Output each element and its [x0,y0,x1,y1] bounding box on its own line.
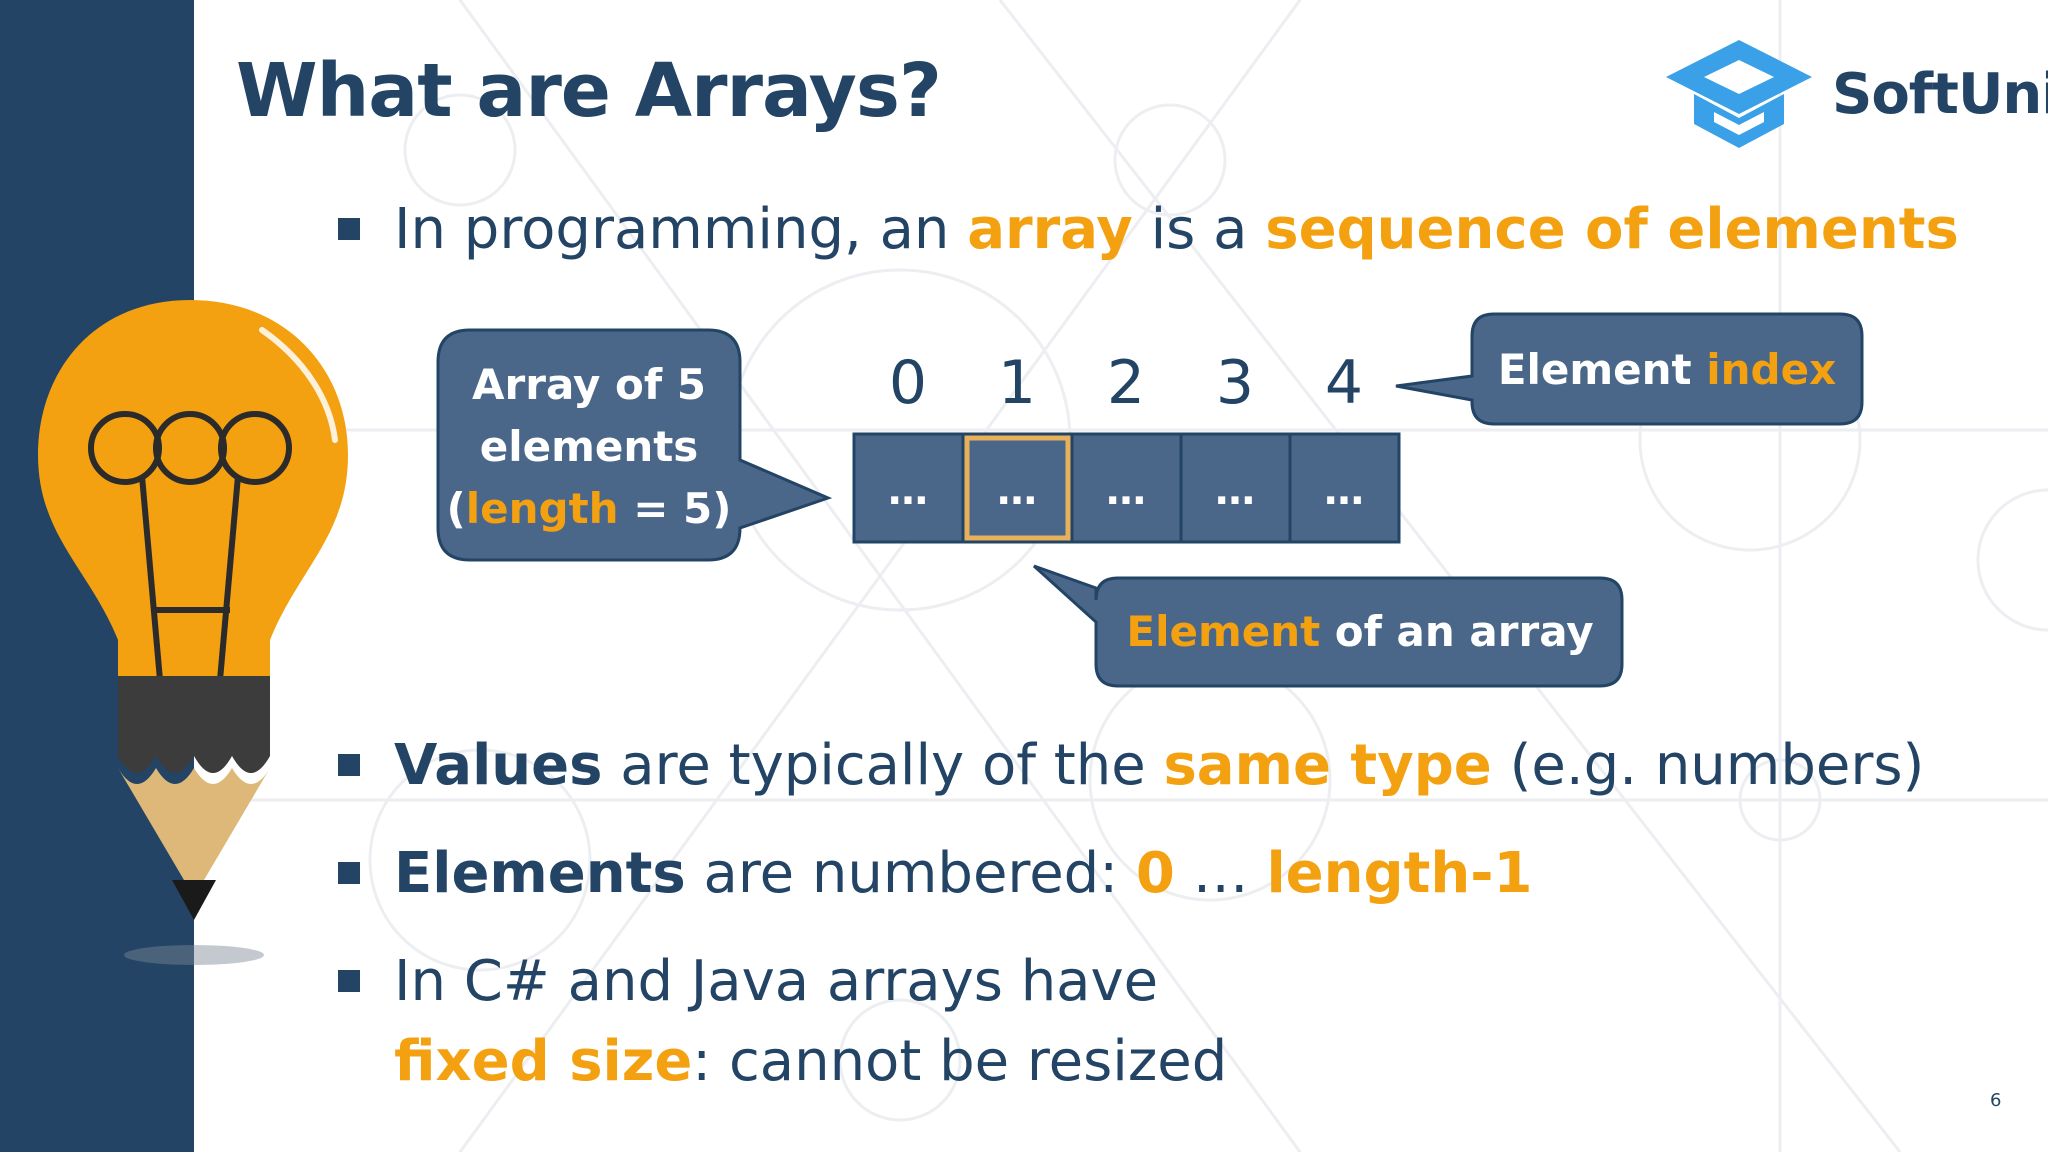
softuni-logo: SoftUni [1664,32,2048,152]
length-callout-shape [436,328,833,562]
highlighted-cell-border [964,435,1071,541]
index-callout-text: Element index [1476,342,1858,398]
index-callout-highlight: index [1706,345,1837,394]
array-cell-value-2: … [1106,468,1146,514]
length-callout-text: Array of 5 elements (length = 5) [446,354,732,540]
bullet-1-text-b: is a [1132,197,1266,262]
bullet-text: In programming, an array is a sequence o… [394,190,1959,270]
bullet-4-text: : cannot be resized [692,1029,1228,1094]
array-cell-value-4: … [1324,468,1364,514]
bullet-text: Values are typically of the same type (e… [394,726,1924,806]
bullet-4-line-2: fixed size: cannot be resized [394,1022,1227,1102]
array-index-0: 0 [888,348,928,418]
array-cell-value-1: … [997,468,1037,514]
array-index-3: 3 [1215,348,1255,418]
bullet-3-bold-elements: Elements [394,841,686,906]
bullet-3-highlight-zero: 0 [1135,841,1175,906]
bullet-1-text-a: In programming, an [394,197,968,262]
array-index-1: 1 [997,348,1037,418]
bullet-3-highlight-length: length-1 [1266,841,1533,906]
bullet-marker [338,970,360,992]
array-cell-4 [1288,432,1401,544]
bullet-text: Elements are numbered: 0 … length-1 [394,834,1532,914]
length-callout-line-1: Array of 5 [472,360,706,409]
page-title: What are Arrays? [236,48,942,134]
length-callout-line-2: elements [479,422,699,471]
bullet-4-highlight-fixed-size: fixed size [394,1029,693,1094]
array-index-2: 2 [1106,348,1146,418]
bullet-2-bold-values: Values [394,733,603,798]
length-highlight: length [465,484,619,533]
array-cell-value-0: … [888,468,928,514]
bullet-text: In C# and Java arrays have fixed size: c… [394,942,1227,1102]
bullet-1-highlight-array: array [967,197,1133,262]
index-callout-label: Element [1497,345,1707,394]
bullet-2-highlight-same-type: same type [1163,733,1492,798]
bullet-3-ellipsis: … [1174,841,1267,906]
element-callout-highlight: Element [1126,607,1321,656]
array-index-4: 4 [1324,348,1364,418]
logo-text: SoftUni [1832,62,2048,127]
array-cell-3 [1179,432,1292,544]
element-callout-text: Element of an array [1100,604,1620,660]
graduation-cap-icon [1666,40,1812,148]
length-callout-line-3: (length = 5) [446,478,732,540]
array-cell-1 [961,432,1074,544]
length-paren: ( [446,484,466,533]
bullet-2-text-a: are typically of the [602,733,1164,798]
bullet-marker [338,862,360,884]
array-cell-value-3: … [1215,468,1255,514]
element-callout-label: of an array [1320,607,1594,656]
lightbulb-pencil-icon [38,300,348,965]
element-callout-shape [1032,564,1624,688]
bullet-3-text-a: are numbered: [685,841,1136,906]
bullet-2-text-b: (e.g. numbers) [1491,733,1925,798]
bullet-1-highlight-sequence: sequence of elements [1265,197,1959,262]
bullet-marker [338,218,360,240]
bullet-marker [338,754,360,776]
index-callout-shape [1395,312,1864,426]
page-number: 6 [1990,1090,2002,1111]
array-cell-0 [852,432,965,544]
bullet-4-line-1: In C# and Java arrays have [394,949,1159,1014]
length-value: = 5) [618,484,732,533]
